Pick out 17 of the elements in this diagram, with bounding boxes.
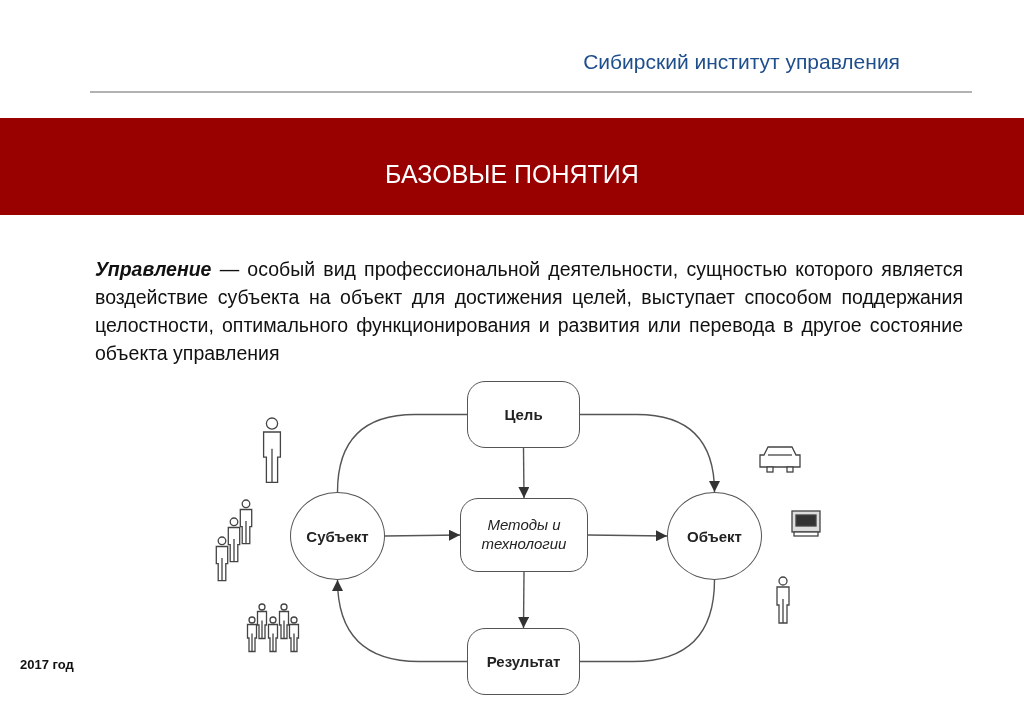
arrow	[384, 529, 461, 541]
object-circle: Объект	[667, 492, 762, 580]
arrow	[518, 571, 530, 629]
result-box: Результат	[467, 628, 580, 695]
title: БАЗОВЫЕ ПОНЯТИЯ	[384, 160, 640, 189]
arrow	[587, 530, 668, 542]
connector-line	[579, 579, 716, 663]
header-text: Сибирский институт управления	[582, 50, 900, 74]
goal-box: Цель	[467, 381, 580, 448]
methods-box: Методы и технологии	[460, 498, 588, 572]
arrow	[579, 413, 720, 493]
arrow	[332, 579, 468, 663]
connector-line	[336, 413, 468, 493]
subject-circle: Субъект	[290, 492, 385, 580]
arrow	[518, 447, 530, 499]
definition-text: Управление — особый вид профессиональной деятельности, сущностью которого является воздействие субъекта на объект для достижения целей, выступает способом поддержания целостности, оптимального функционирования и развития или перевода в другое состояние объекта управления	[95, 257, 963, 366]
year-text: 2017 год	[20, 657, 75, 672]
